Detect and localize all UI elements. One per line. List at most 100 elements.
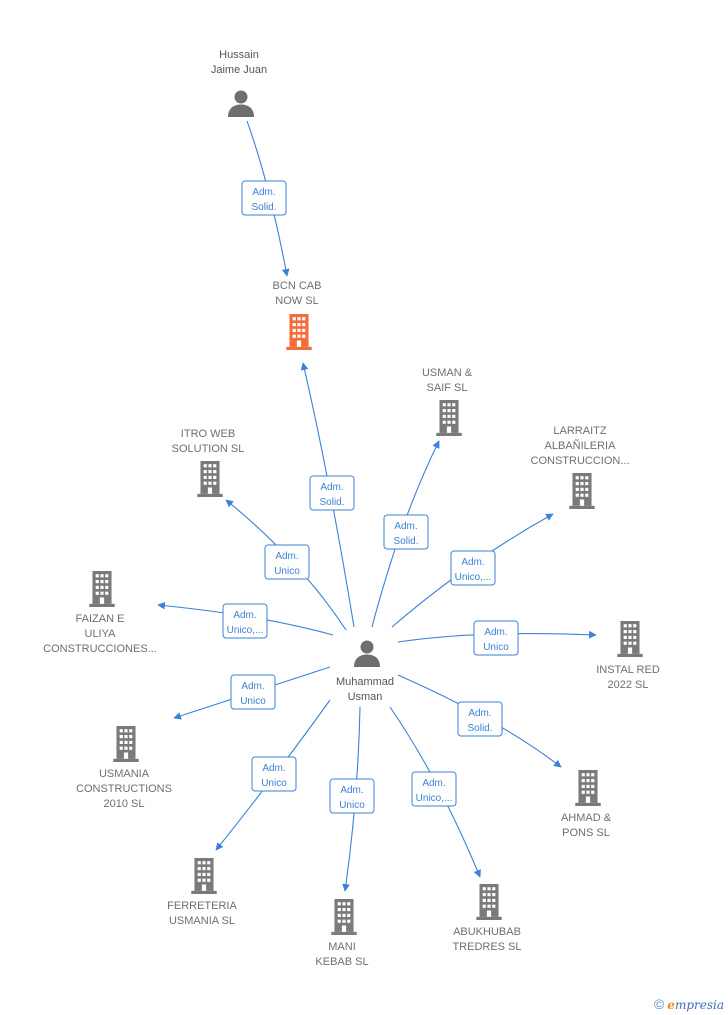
edge-label-box <box>241 180 287 216</box>
building-icon <box>191 858 217 894</box>
node-label: USMAN & <box>422 367 473 379</box>
node-label: SOLUTION SL <box>172 443 245 455</box>
edge-label[interactable]: Adm. Unico <box>264 544 310 580</box>
edge-label-box <box>222 603 268 639</box>
building-icon <box>569 473 595 509</box>
edge-label-box <box>450 550 496 586</box>
edge-label-text: Unico <box>240 696 266 707</box>
company-node-bcn[interactable]: BCN CAB NOW SL <box>273 280 322 350</box>
brand-logo[interactable]: empresia <box>667 998 724 1012</box>
node-label: FAIZAN E <box>76 613 125 625</box>
building-icon <box>436 400 462 436</box>
edge-label-box <box>264 544 310 580</box>
edge-label-text: Adm. <box>241 681 264 692</box>
node-label: LARRAITZ <box>553 425 606 437</box>
node-label: USMANIA <box>99 768 150 780</box>
edge-label-text: Solid. <box>319 497 344 508</box>
edge-label-text: Solid. <box>251 202 276 213</box>
edge-label[interactable]: Adm. Unico <box>329 778 375 814</box>
edge-label-text: Unico <box>339 800 365 811</box>
node-label: AHMAD & <box>561 812 612 824</box>
edge-label-box <box>411 771 457 807</box>
copyright-icon: © <box>653 996 665 1012</box>
building-icon <box>89 571 115 607</box>
edge-label-text: Unico <box>483 642 509 653</box>
company-node-larraitz[interactable]: LARRAITZ ALBAÑILERIA CONSTRUCCION... <box>531 425 630 509</box>
node-label: FERRETERIA <box>167 900 237 912</box>
building-icon <box>197 461 223 497</box>
company-node-mani[interactable]: MANI KEBAB SL <box>315 899 369 968</box>
edge-label-box <box>251 756 297 792</box>
edge-label-box <box>309 475 355 511</box>
person-icon <box>354 640 380 667</box>
person-icon <box>228 90 254 117</box>
node-label: Muhammad <box>336 676 394 688</box>
company-node-itro[interactable]: ITRO WEB SOLUTION SL <box>172 428 245 497</box>
edge-label[interactable]: Adm. Unico <box>251 756 297 792</box>
building-icon <box>575 770 601 806</box>
edge-label-text: Adm. <box>340 785 363 796</box>
edge-labels-layer: Adm.Solid.Adm.Solid.Adm.Solid.Adm.UnicoA… <box>222 180 519 814</box>
edge-label[interactable]: Adm.Solid. <box>309 475 355 511</box>
node-label: USMANIA SL <box>169 915 235 927</box>
edge-label-text: Adm. <box>262 763 285 774</box>
building-icon <box>331 899 357 935</box>
edge-label[interactable]: Adm. Solid. <box>383 514 429 550</box>
edge-label[interactable]: Adm. Unico <box>473 620 519 656</box>
edge-label-text: Adm. <box>394 521 417 532</box>
company-node-instal[interactable]: INSTAL RED 2022 SL <box>596 621 660 691</box>
node-label: KEBAB SL <box>315 956 368 968</box>
building-icon <box>286 314 312 350</box>
node-label: Usman <box>348 691 383 703</box>
node-label: CONSTRUCCIONES... <box>43 643 157 655</box>
edge-label[interactable]: Adm.Solid. <box>457 701 503 737</box>
edge-label-text: Solid. <box>393 536 418 547</box>
node-label: BCN CAB <box>273 280 322 292</box>
node-label: CONSTRUCTIONS <box>76 783 172 795</box>
node-label: CONSTRUCCION... <box>531 455 630 467</box>
edge-label-text: Unico <box>274 566 300 577</box>
building-icon <box>617 621 643 657</box>
footer-brand: ©empresia <box>654 996 724 1012</box>
edge-label-text: Adm. <box>252 187 275 198</box>
node-label: MANI <box>328 941 356 953</box>
edge-label-text: Adm. <box>484 627 507 638</box>
edge-label-box <box>383 514 429 550</box>
edge-label-box <box>329 778 375 814</box>
company-node-faizan[interactable]: FAIZAN E ULIYA CONSTRUCCIONES... <box>43 571 157 655</box>
edge-label-text: Adm. <box>233 610 256 621</box>
edge-label-text: Unico,... <box>416 793 453 804</box>
edge-label[interactable]: Adm.Unico,... <box>222 603 268 639</box>
company-node-usman_saif[interactable]: USMAN & SAIF SL <box>422 367 473 436</box>
edge-label-text: Unico <box>261 778 287 789</box>
edge-label-text: Adm. <box>275 551 298 562</box>
edge-label-box <box>457 701 503 737</box>
edge-label[interactable]: Adm.Unico,... <box>450 550 496 586</box>
company-node-ferreteria[interactable]: FERRETERIA USMANIA SL <box>167 858 237 927</box>
node-label: Hussain <box>219 49 259 61</box>
edge-label[interactable]: Adm. Solid. <box>241 180 287 216</box>
company-node-ahmad[interactable]: AHMAD & PONS SL <box>561 770 612 839</box>
node-label: TREDRES SL <box>452 941 521 953</box>
edge-label-text: Unico,... <box>455 572 492 583</box>
edge-label-text: Adm. <box>468 708 491 719</box>
node-label: NOW SL <box>275 295 318 307</box>
edges-layer <box>157 120 597 892</box>
node-label: PONS SL <box>562 827 610 839</box>
node-label: ULIYA <box>85 628 117 640</box>
node-label: SAIF SL <box>427 382 468 394</box>
node-label: ALBAÑILERIA <box>545 439 617 452</box>
node-label: ITRO WEB <box>181 428 235 440</box>
node-label: 2022 SL <box>608 679 649 691</box>
building-icon <box>113 726 139 762</box>
edge-label[interactable]: Adm. Unico <box>230 674 276 710</box>
edge-label[interactable]: Adm. Unico,... <box>411 771 457 807</box>
node-label: INSTAL RED <box>596 664 660 676</box>
edge-label-text: Adm. <box>422 778 445 789</box>
